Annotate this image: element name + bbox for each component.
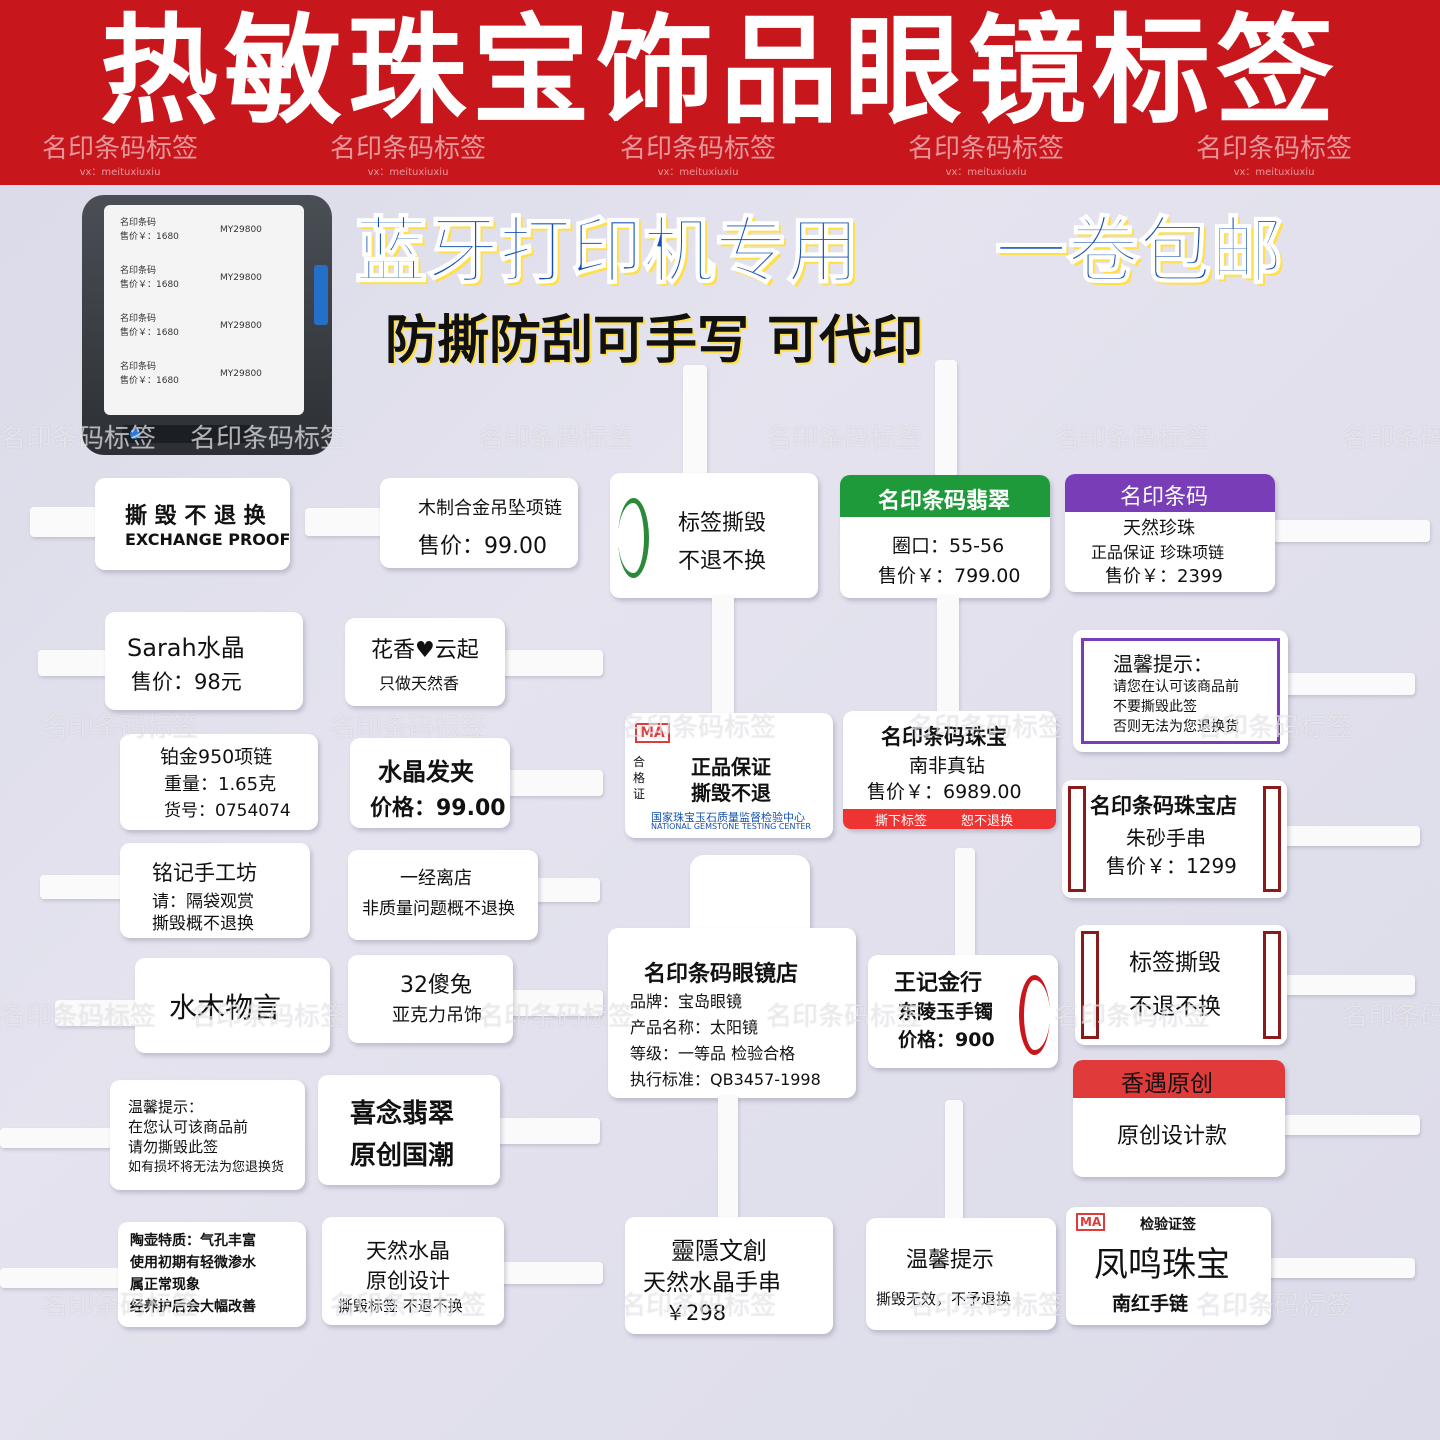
watermark: 名印条码标签 bbox=[478, 1002, 635, 1032]
banner-title: 热敏珠宝饰品眼镜标签 bbox=[99, 2, 1340, 140]
decorative-border bbox=[1081, 638, 1280, 744]
jewelry-tag: 水木物言 bbox=[135, 958, 330, 1053]
cloud-pattern-icon bbox=[1019, 975, 1050, 1055]
jewelry-tag: 32傻兔 亚克力吊饰 bbox=[348, 955, 513, 1043]
headline-printer: 蓝牙打印机专用 bbox=[354, 208, 860, 294]
watermark: 名印条码标签 bbox=[330, 713, 487, 743]
jewelry-tag: 温馨提示： 在您认可该商品前 请勿撕毁此签 如有损坏将无法为您退换货 bbox=[110, 1080, 305, 1190]
label-tail bbox=[40, 875, 130, 899]
label-tail bbox=[945, 1100, 963, 1222]
greek-key-border bbox=[1263, 931, 1281, 1039]
jewelry-tag: 陶壶特质：气孔丰富 使用初期有轻微渗水 属正常现象 经养护后会大幅改善 bbox=[118, 1222, 306, 1327]
label-tail bbox=[935, 360, 957, 478]
jewelry-tag: 香遇原创 原创设计款 bbox=[1073, 1060, 1285, 1177]
jewelry-tag: 天然水晶 原创设计 撕毁标签 不退不换 bbox=[322, 1217, 504, 1325]
printer-side-button bbox=[314, 265, 328, 325]
watermark: 名印条码标签 bbox=[0, 424, 157, 454]
jewelry-tag: 温馨提示 撕毁无效，不予退换 bbox=[866, 1218, 1056, 1330]
jewelry-tag: 撕 毁 不 退 换 EXCHANGE PROOF bbox=[95, 478, 290, 570]
label-tail bbox=[1265, 1258, 1415, 1278]
watermark: 名印条码标签 bbox=[1054, 1002, 1211, 1032]
watermark: 名印条码标签 bbox=[190, 424, 347, 454]
watermark: 名印条码标签 bbox=[42, 1291, 199, 1321]
greek-key-border bbox=[1068, 786, 1086, 892]
watermark: 名印条码标签 bbox=[908, 1291, 1065, 1321]
jewelry-tag: 木制合金吊坠项链 售价：99.00 bbox=[380, 478, 578, 568]
printer-panel bbox=[122, 425, 252, 443]
jewelry-tag: 靈隱文創 天然水晶手串 ￥298 bbox=[625, 1217, 833, 1334]
label-tail bbox=[495, 990, 603, 1016]
label-tail bbox=[490, 1118, 600, 1144]
label-tail bbox=[1280, 826, 1420, 846]
label-tail bbox=[1270, 520, 1430, 542]
watermark: 名印条码标签 bbox=[1342, 1002, 1440, 1032]
label-tail bbox=[937, 595, 959, 715]
jewelry-tag: 名印条码珠宝 南非真钻 售价￥：6989.00 撕下标签 恕不退换 bbox=[843, 711, 1056, 829]
watermark: 名印条码标签 bbox=[42, 713, 199, 743]
jewelry-tag: 名印条码翡翠 圈口：55-56 售价￥：799.00 bbox=[840, 475, 1050, 598]
ma-logo-icon: MA bbox=[1076, 1213, 1106, 1231]
watermark: 名印条码标签 bbox=[1054, 424, 1211, 454]
jewelry-tag: Sarah水晶 售价：98元 bbox=[105, 612, 303, 710]
jewelry-tag: 标签撕毁 不退不换 bbox=[610, 473, 818, 598]
ma-logo-icon: MA bbox=[635, 723, 670, 743]
label-tail bbox=[0, 1128, 130, 1148]
subheadline: 防撕防刮可手写 可代印 bbox=[385, 311, 924, 371]
watermark: 名印条码标签 bbox=[330, 1291, 487, 1321]
watermark: 名印条码标签 bbox=[1342, 424, 1440, 454]
label-tail bbox=[0, 1268, 130, 1288]
certificate-tag: MA 合 格 证 正品保证 撕毁不退 国家珠宝玉石质量监督检验中心 NATION… bbox=[625, 713, 833, 838]
watermark: 名印条码标签 bbox=[1196, 1291, 1353, 1321]
label-tail bbox=[683, 365, 707, 480]
label-tail bbox=[1270, 1115, 1420, 1135]
watermark: 名印条码标签 bbox=[620, 713, 777, 743]
bluetooth-led-icon bbox=[130, 429, 140, 439]
label-tail bbox=[495, 1262, 603, 1284]
headline-shipping: 一卷包邮 bbox=[994, 208, 1284, 294]
watermark: 名印条码标签 bbox=[766, 424, 923, 454]
jewelry-tag: 温馨提示： 请您在认可该商品前 不要撕毁此签 否则无法为您退换货 bbox=[1073, 630, 1288, 752]
jewelry-tag: 王记金行 东陵玉手镯 价格：900 bbox=[868, 955, 1058, 1068]
jewelry-tag: 一经离店 非质量问题概不退换 bbox=[348, 850, 538, 940]
jewelry-tag: 花香♥云起 只做天然香 bbox=[345, 618, 505, 706]
jewelry-tag: 水晶发夹 价格：99.00 bbox=[350, 738, 510, 828]
eyewear-tag: 名印条码眼镜店 品牌：宝岛眼镜 产品名称：太阳镜 等级：一等品 检验合格 执行标… bbox=[608, 928, 856, 1098]
jewelry-tag: 名印条码珠宝店 朱砂手串 售价￥：1299 bbox=[1062, 780, 1287, 898]
label-tail bbox=[495, 650, 603, 676]
label-tail bbox=[495, 770, 603, 796]
label-tail bbox=[1280, 975, 1415, 995]
jewelry-tag: 喜念翡翠 原创国潮 bbox=[318, 1075, 500, 1185]
label-tail bbox=[718, 1095, 738, 1220]
label-tail bbox=[712, 595, 734, 720]
label-tail bbox=[955, 848, 975, 960]
certificate-tag: MA 检验证签 凤鸣珠宝 南红手链 bbox=[1066, 1207, 1271, 1325]
watermark: 名印条码标签 bbox=[908, 713, 1065, 743]
jewelry-tag: 名印条码 天然珍珠 正品保证 珍珠项链 售价￥：2399 bbox=[1065, 474, 1275, 592]
label-tail bbox=[1280, 673, 1415, 695]
cloud-pattern-icon bbox=[618, 498, 649, 578]
jewelry-tag: 铂金950项链 重量：1.65克 货号：0754074 bbox=[120, 734, 318, 830]
greek-key-border bbox=[1081, 931, 1099, 1039]
jewelry-tag: 标签撕毁 不退不换 bbox=[1075, 925, 1287, 1045]
greek-key-border bbox=[1263, 786, 1281, 892]
watermark: 名印条码标签 bbox=[0, 1002, 157, 1032]
jewelry-tag: 铭记手工坊 请：隔袋观赏 撕毁概不退换 bbox=[120, 843, 310, 938]
watermark: 名印条码标签 bbox=[620, 1291, 777, 1321]
watermark: 名印条码标签 bbox=[766, 1002, 923, 1032]
watermark: 名印条码标签 bbox=[1196, 713, 1353, 743]
watermark: 名印条码标签 bbox=[190, 1002, 347, 1032]
watermark: 名印条码标签 bbox=[478, 424, 635, 454]
